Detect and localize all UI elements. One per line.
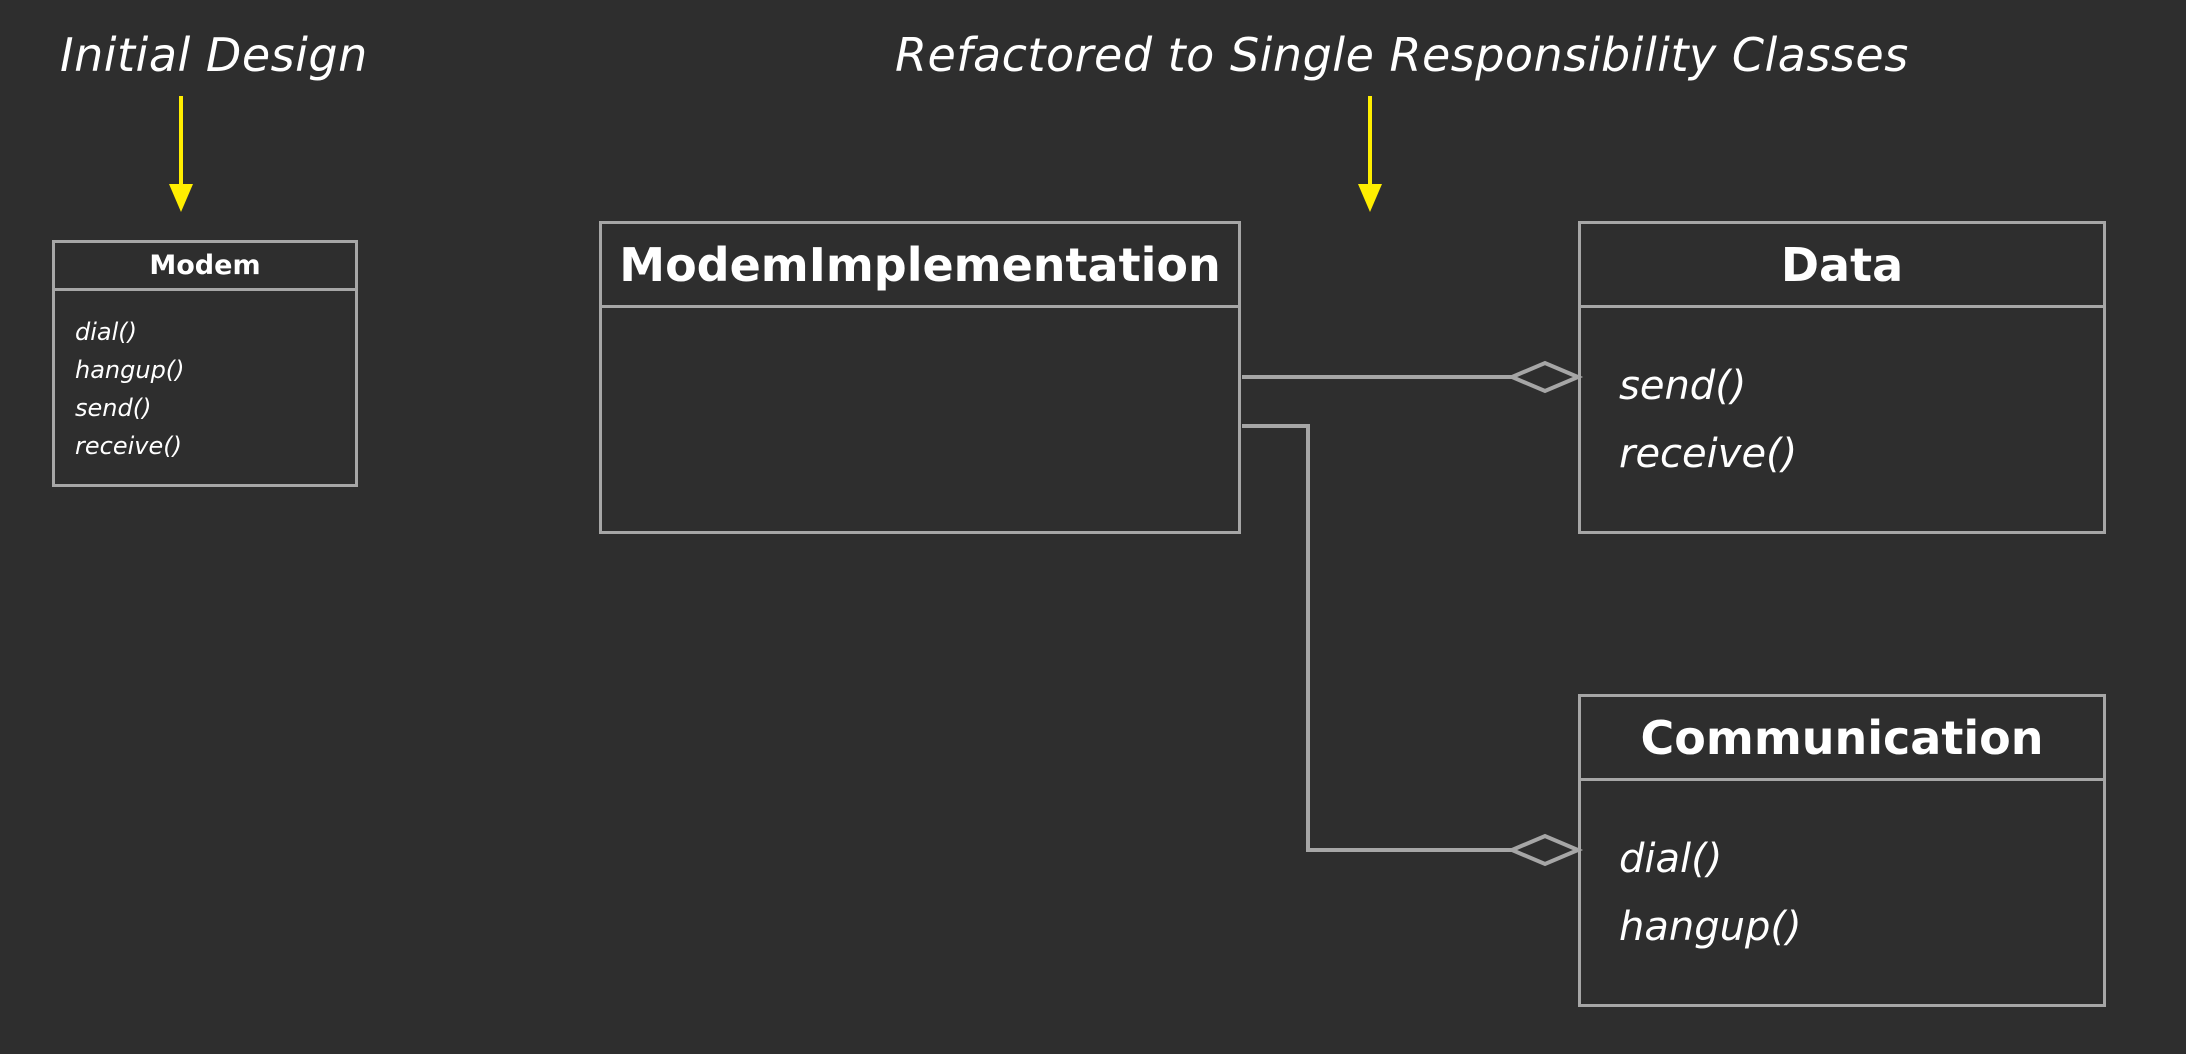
class-operations: dial() hangup() <box>1581 781 2103 961</box>
aggregation-diamond-communication <box>1506 833 1584 867</box>
class-communication: Communication dial() hangup() <box>1578 694 2106 1007</box>
class-operations: dial() hangup() send() receive() <box>55 291 355 465</box>
operation: receive() <box>1619 431 1798 477</box>
class-name: Modem <box>55 243 355 291</box>
class-operations: send() receive() <box>1581 308 2103 488</box>
operation: send() <box>75 394 152 422</box>
class-name: Communication <box>1581 697 2103 781</box>
connector-line-communication <box>1242 424 1512 852</box>
class-name: ModemImplementation <box>602 224 1238 308</box>
arrow-down-icon <box>1358 96 1382 212</box>
heading-refactored: Refactored to Single Responsibility Clas… <box>895 28 1909 82</box>
aggregation-diamond-data <box>1506 360 1584 394</box>
class-modem-implementation: ModemImplementation <box>599 221 1241 534</box>
heading-initial-design: Initial Design <box>60 28 368 82</box>
class-name: Data <box>1581 224 2103 308</box>
operation: hangup() <box>1619 904 1802 950</box>
operation: hangup() <box>75 356 185 384</box>
class-data: Data send() receive() <box>1578 221 2106 534</box>
operation: receive() <box>75 432 182 460</box>
arrow-down-icon <box>169 96 193 212</box>
operation: dial() <box>75 318 138 346</box>
class-operations <box>602 308 1238 352</box>
class-modem: Modem dial() hangup() send() receive() <box>52 240 358 487</box>
operation: send() <box>1619 363 1747 409</box>
operation: dial() <box>1619 836 1723 882</box>
